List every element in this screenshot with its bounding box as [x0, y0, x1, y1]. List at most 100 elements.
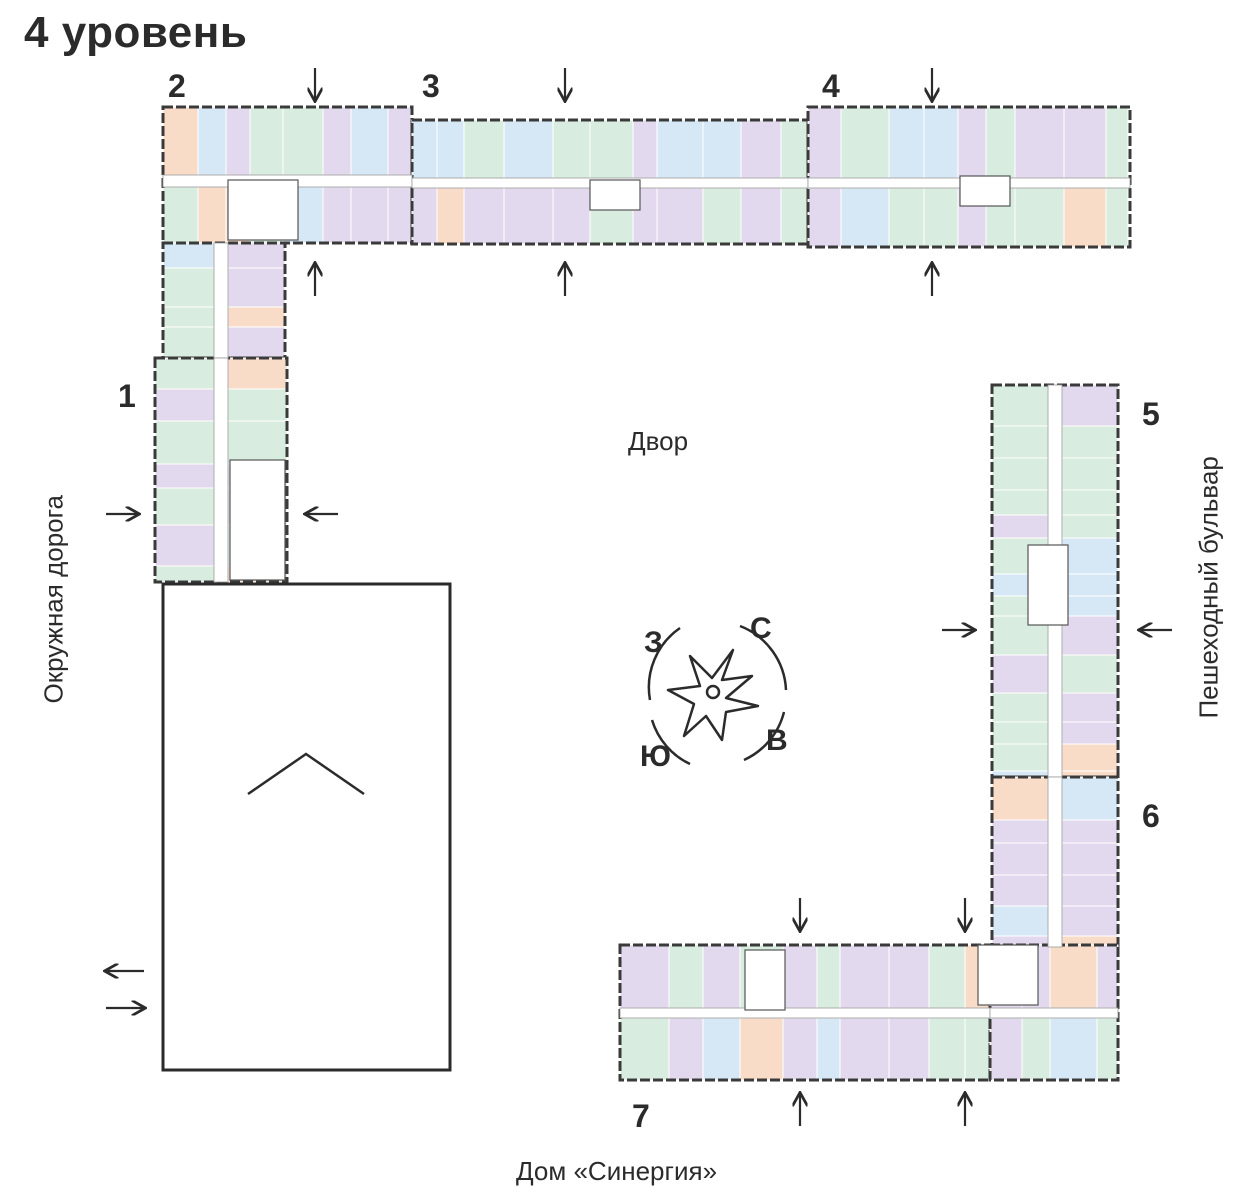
apartment-unit[interactable] — [1061, 721, 1119, 745]
apartment-unit[interactable] — [589, 119, 634, 179]
apartment-unit[interactable] — [387, 186, 412, 244]
apartment-unit[interactable] — [928, 944, 966, 1009]
apartment-unit[interactable] — [957, 106, 987, 179]
apartment-unit[interactable] — [816, 944, 841, 1009]
apartment-unit[interactable] — [1105, 187, 1129, 248]
apartment-unit[interactable] — [1014, 106, 1065, 179]
apartment-unit[interactable] — [1021, 1017, 1051, 1081]
apartment-unit[interactable] — [989, 1017, 1023, 1081]
apartment-unit[interactable] — [991, 819, 1049, 844]
apartment-unit[interactable] — [463, 119, 505, 179]
apartment-unit[interactable] — [1061, 384, 1119, 427]
section-7-label[interactable]: 7 — [632, 1098, 650, 1134]
apartment-unit[interactable] — [668, 1017, 704, 1081]
apartment-unit[interactable] — [991, 654, 1049, 694]
apartment-unit[interactable] — [991, 842, 1049, 876]
apartment-unit[interactable] — [656, 119, 704, 179]
apartment-unit[interactable] — [463, 187, 505, 245]
apartment-unit[interactable] — [923, 106, 959, 179]
section-4-label[interactable]: 4 — [822, 68, 840, 104]
apartment-unit[interactable] — [985, 106, 1016, 179]
apartment-unit[interactable] — [227, 420, 288, 465]
apartment-unit[interactable] — [1061, 537, 1119, 575]
apartment-unit[interactable] — [888, 187, 925, 248]
apartment-unit[interactable] — [227, 267, 286, 308]
section-6-label[interactable]: 6 — [1142, 798, 1160, 834]
apartment-unit[interactable] — [552, 119, 591, 179]
apartment-unit[interactable] — [162, 106, 199, 176]
apartment-unit[interactable] — [1063, 106, 1107, 179]
apartment-unit[interactable] — [227, 306, 286, 328]
apartment-unit[interactable] — [740, 187, 782, 245]
apartment-unit[interactable] — [782, 1017, 818, 1081]
apartment-unit[interactable] — [991, 457, 1049, 491]
apartment-unit[interactable] — [1014, 187, 1065, 248]
apartment-unit[interactable] — [888, 1017, 930, 1081]
apartment-unit[interactable] — [668, 944, 704, 1009]
apartment-unit[interactable] — [1049, 944, 1098, 1009]
apartment-unit[interactable] — [1061, 489, 1119, 516]
apartment-unit[interactable] — [964, 1017, 991, 1081]
apartment-unit[interactable] — [1061, 819, 1119, 844]
apartment-unit[interactable] — [619, 944, 670, 1009]
apartment-unit[interactable] — [1061, 842, 1119, 876]
apartment-unit[interactable] — [780, 187, 809, 245]
apartment-unit[interactable] — [991, 692, 1049, 723]
apartment-unit[interactable] — [411, 119, 438, 179]
apartment-unit[interactable] — [1105, 106, 1129, 179]
apartment-unit[interactable] — [1061, 654, 1119, 694]
apartment-unit[interactable] — [807, 106, 842, 179]
apartment-unit[interactable] — [1061, 595, 1119, 617]
apartment-unit[interactable] — [436, 187, 465, 245]
apartment-unit[interactable] — [227, 242, 286, 269]
apartment-unit[interactable] — [282, 106, 324, 176]
apartment-unit[interactable] — [839, 944, 890, 1009]
apartment-unit[interactable] — [154, 388, 215, 422]
section-1-label[interactable]: 1 — [118, 378, 136, 414]
apartment-unit[interactable] — [154, 420, 215, 465]
apartment-unit[interactable] — [780, 119, 809, 179]
apartment-unit[interactable] — [322, 106, 352, 176]
apartment-unit[interactable] — [1061, 692, 1119, 723]
apartment-unit[interactable] — [888, 944, 930, 1009]
section-2-label[interactable]: 2 — [168, 68, 186, 104]
apartment-unit[interactable] — [503, 187, 554, 245]
apartment-unit[interactable] — [739, 1017, 784, 1081]
apartment-unit[interactable] — [322, 186, 352, 244]
apartment-unit[interactable] — [387, 106, 412, 176]
apartment-unit[interactable] — [816, 1017, 841, 1081]
apartment-unit[interactable] — [702, 1017, 741, 1081]
apartment-unit[interactable] — [162, 242, 215, 269]
apartment-unit[interactable] — [928, 1017, 966, 1081]
apartment-unit[interactable] — [162, 267, 215, 308]
apartment-unit[interactable] — [197, 186, 227, 244]
apartment-unit[interactable] — [632, 119, 658, 179]
apartment-unit[interactable] — [656, 187, 704, 245]
apartment-unit[interactable] — [1061, 874, 1119, 907]
apartment-unit[interactable] — [619, 1017, 670, 1081]
parking-area[interactable] — [161, 582, 452, 1072]
apartment-unit[interactable] — [991, 721, 1049, 745]
apartment-unit[interactable] — [888, 106, 925, 179]
apartment-unit[interactable] — [807, 187, 842, 248]
apartment-unit[interactable] — [991, 489, 1049, 516]
apartment-unit[interactable] — [227, 388, 288, 422]
apartment-unit[interactable] — [782, 944, 818, 1009]
apartment-unit[interactable] — [503, 119, 554, 179]
apartment-unit[interactable] — [350, 106, 389, 176]
apartment-unit[interactable] — [923, 187, 959, 248]
apartment-unit[interactable] — [162, 326, 215, 359]
apartment-unit[interactable] — [1049, 1017, 1098, 1081]
apartment-unit[interactable] — [162, 186, 199, 244]
section-5-label[interactable]: 5 — [1142, 396, 1160, 432]
apartment-unit[interactable] — [991, 514, 1049, 539]
apartment-unit[interactable] — [154, 487, 215, 526]
apartment-unit[interactable] — [162, 306, 215, 328]
apartment-unit[interactable] — [702, 187, 742, 245]
apartment-unit[interactable] — [702, 944, 741, 1009]
apartment-unit[interactable] — [1096, 1017, 1119, 1081]
apartment-unit[interactable] — [154, 463, 215, 489]
apartment-unit[interactable] — [227, 326, 286, 359]
apartment-unit[interactable] — [1061, 457, 1119, 491]
apartment-unit[interactable] — [154, 357, 215, 390]
